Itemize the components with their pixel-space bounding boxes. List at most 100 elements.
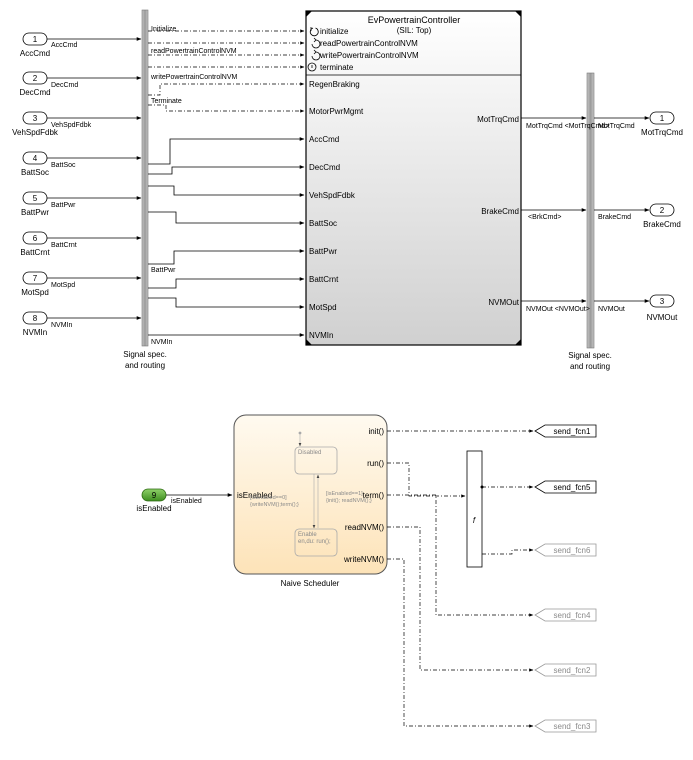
function-port-write[interactable]: writePowertrainControlNVM xyxy=(319,51,419,60)
send-fcn-label: send_fcn2 xyxy=(554,666,591,675)
right-bus-caption-line1: Signal spec. xyxy=(568,351,612,360)
function-port-terminate[interactable]: terminate xyxy=(320,63,354,72)
function-port-initialize[interactable]: initialize xyxy=(320,27,349,36)
function-port-initialize-icon xyxy=(309,27,319,37)
outport-2[interactable]: 2 BrakeCmd xyxy=(643,203,681,229)
inport-name: AccCmd xyxy=(20,49,50,58)
outport-1[interactable]: 1 MotTrqCmd xyxy=(641,111,683,137)
controller-outport-brakecmd: BrakeCmd xyxy=(481,207,519,216)
controller-inport-battcrnt: BattCrnt xyxy=(309,275,339,284)
controller-inport-battpwr: BattPwr xyxy=(309,247,337,256)
outport-3[interactable]: 3 NVMOut xyxy=(647,294,678,322)
send-fcn6-block[interactable]: send_fcn6 xyxy=(534,543,597,557)
output-signal-right: BrakeCmd xyxy=(598,214,631,221)
output-signal-left: MotTrqCmd <MotTrqCmd> xyxy=(526,123,610,130)
inport-7[interactable]: 7 MotSpd xyxy=(21,271,49,297)
right-bus-caption-line2: and routing xyxy=(570,362,610,371)
inport-signal-label: BattCrnt xyxy=(51,242,77,249)
controller-title: EvPowertrainController xyxy=(368,15,461,25)
outport-number: 1 xyxy=(660,114,665,123)
inport-8[interactable]: 8 NVMIn xyxy=(22,311,48,337)
isenabled-signal-label: isEnabled xyxy=(171,498,202,505)
function-port-read-icon xyxy=(311,37,321,49)
transition-right-line2: {init(); readNVM();} xyxy=(326,498,372,504)
inport-6[interactable]: 6 BattCrnt xyxy=(20,231,50,257)
bus-label-battpwr: BattPwr xyxy=(151,267,176,274)
bus-label-read: readPowertrainControlNVM xyxy=(151,48,237,55)
bus-label-terminate: Terminate xyxy=(151,98,182,105)
send-fcn2-block[interactable]: send_fcn2 xyxy=(534,663,597,677)
inport-signal-label: AccCmd xyxy=(51,42,78,49)
left-bus-caption-line1: Signal spec. xyxy=(123,350,167,359)
controller-inport-nvmin: NVMIn xyxy=(309,331,333,340)
output-wires xyxy=(521,116,650,303)
inport-signal-label: MotSpd xyxy=(51,282,75,289)
send-fcn-label: send_fcn6 xyxy=(554,546,591,555)
send-fcn1-block[interactable]: send_fcn1 xyxy=(534,424,597,438)
inport-3[interactable]: 3 VehSpdFdbk xyxy=(12,111,59,137)
ev-powertrain-controller-block[interactable] xyxy=(305,10,522,346)
bus-label-initialize: Initialize xyxy=(151,26,176,33)
inport-isenabled[interactable]: 9 isEnabled xyxy=(136,488,172,513)
merge-symbol: f xyxy=(473,516,476,525)
output-signal-right: MotTrqCmd xyxy=(598,123,635,130)
function-call-merge-block[interactable] xyxy=(466,450,483,568)
state-disabled xyxy=(294,446,338,475)
left-routing-bus[interactable] xyxy=(141,9,149,347)
transition-left-label: [isEnabled==0]{writeNVM();term();} xyxy=(250,495,299,508)
state-enable xyxy=(294,528,338,557)
outport-name: MotTrqCmd xyxy=(641,128,683,137)
bus-label-nvmin: NVMIn xyxy=(151,339,173,346)
state-enable-label: Enable xyxy=(298,532,317,538)
outport-number: 2 xyxy=(660,206,665,215)
inport-number: 2 xyxy=(33,74,38,83)
inport-4[interactable]: 4 BattSoc xyxy=(21,151,49,177)
scheduler-out-init: init() xyxy=(368,427,384,436)
controller-inport-deccmd: DecCmd xyxy=(309,163,340,172)
scheduler-out-writenvm: writeNVM() xyxy=(343,555,384,564)
function-call-wires xyxy=(148,29,305,113)
scheduler-out-term: term() xyxy=(363,491,385,500)
function-port-write-icon xyxy=(311,49,321,61)
send-fcn-label: send_fcn4 xyxy=(554,611,591,620)
inport-number: 3 xyxy=(33,114,38,123)
send-fcn5-block[interactable]: send_fcn5 xyxy=(534,480,597,494)
scheduler-title: Naive Scheduler xyxy=(281,579,340,588)
inport-2[interactable]: 2 DecCmd xyxy=(19,71,51,97)
send-fcn3-block[interactable]: send_fcn3 xyxy=(534,719,597,733)
inport-name: isEnabled xyxy=(136,504,171,513)
inport-signal-label: BattPwr xyxy=(51,202,76,209)
naive-scheduler-block[interactable] xyxy=(233,414,388,575)
controller-outport-nvmout: NVMOut xyxy=(488,298,519,307)
scheduler-input-port: isEnabled xyxy=(237,491,272,500)
right-routing-bus[interactable] xyxy=(586,72,595,349)
inport-name: MotSpd xyxy=(21,288,49,297)
inport-number: 5 xyxy=(33,194,38,203)
controller-inport-vehspdfdbk: VehSpdFdbk xyxy=(309,191,356,200)
controller-inport-battsoc: BattSoc xyxy=(309,219,337,228)
inport-5[interactable]: 5 BattPwr xyxy=(21,191,49,217)
inport-number: 9 xyxy=(152,491,157,500)
inport-signal-label: VehSpdFdbk xyxy=(51,122,92,129)
output-signal-left: NVMOut <NVMOut> xyxy=(526,306,590,313)
state-transitions xyxy=(298,433,320,529)
scheduler-out-readnvm: readNVM() xyxy=(345,523,384,532)
inport-number: 7 xyxy=(33,274,38,283)
inport-name: BattCrnt xyxy=(20,248,50,257)
inport-signal-label: BattSoc xyxy=(51,162,76,169)
output-signal-left: <BrkCmd> xyxy=(528,214,561,221)
transition-right-line1: [isEnabled==1] xyxy=(326,491,363,497)
send-fcn4-block[interactable]: send_fcn4 xyxy=(534,608,597,622)
inport-1[interactable]: 1 AccCmd xyxy=(20,32,50,58)
data-wires-to-controller xyxy=(148,137,305,337)
output-signal-right: NVMOut xyxy=(598,306,625,313)
controller-subtitle: (SIL: Top) xyxy=(397,26,432,35)
inport-name: BattPwr xyxy=(21,208,49,217)
send-fcn-label: send_fcn1 xyxy=(554,427,591,436)
controller-inport-motspd: MotSpd xyxy=(309,303,337,312)
controller-inport-motorpwrmgmt: MotorPwrMgmt xyxy=(309,107,364,116)
send-fcn-label: send_fcn5 xyxy=(554,483,591,492)
function-port-read[interactable]: readPowertrainControlNVM xyxy=(320,39,418,48)
merge-branch-dot xyxy=(480,485,484,489)
